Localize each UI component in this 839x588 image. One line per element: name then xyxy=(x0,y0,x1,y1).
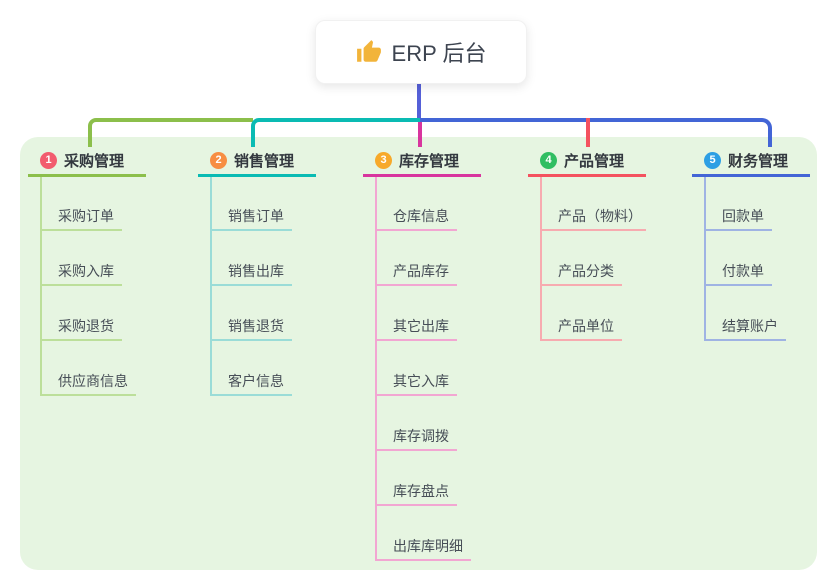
branch-number-badge: 3 xyxy=(375,151,392,169)
child-node[interactable]: 销售退货 xyxy=(210,314,292,341)
root-node[interactable]: ERP 后台 xyxy=(315,20,527,84)
child-node[interactable]: 供应商信息 xyxy=(40,369,136,396)
branch-label: 库存管理 xyxy=(399,152,460,170)
child-node[interactable]: 采购订单 xyxy=(40,204,122,231)
branch-children-line xyxy=(210,177,212,396)
branch-header[interactable]: 2 销售管理 xyxy=(198,146,316,177)
child-node[interactable]: 付款单 xyxy=(704,259,772,286)
child-node[interactable]: 销售订单 xyxy=(210,204,292,231)
connector-branch-4 xyxy=(586,118,590,147)
root-connector-line xyxy=(417,82,421,122)
branch-children-line xyxy=(40,177,42,396)
branch-product: 4 产品管理 产品（物料） 产品分类 产品单位 xyxy=(528,146,646,341)
child-node[interactable]: 产品分类 xyxy=(540,259,622,286)
branches-container xyxy=(20,137,817,570)
child-node[interactable]: 产品（物料） xyxy=(540,204,646,231)
child-node[interactable]: 产品库存 xyxy=(375,259,457,286)
child-node[interactable]: 回款单 xyxy=(704,204,772,231)
branch-number-badge: 1 xyxy=(40,151,57,169)
branch-children-line xyxy=(540,177,542,341)
child-node[interactable]: 客户信息 xyxy=(210,369,292,396)
connector-branch-2 xyxy=(251,118,420,147)
branch-number-badge: 5 xyxy=(704,151,721,169)
branch-header[interactable]: 5 财务管理 xyxy=(692,146,810,177)
branch-sales: 2 销售管理 销售订单 销售出库 销售退货 客户信息 xyxy=(198,146,316,396)
branch-children-line xyxy=(704,177,706,341)
branch-label: 财务管理 xyxy=(728,152,789,170)
root-title: ERP 后台 xyxy=(391,41,487,66)
child-node[interactable]: 结算账户 xyxy=(704,314,786,341)
branch-label: 采购管理 xyxy=(64,152,125,170)
branch-header[interactable]: 1 采购管理 xyxy=(28,146,146,177)
branch-finance: 5 财务管理 回款单 付款单 结算账户 xyxy=(692,146,810,341)
branch-header[interactable]: 3 库存管理 xyxy=(363,146,481,177)
child-node[interactable]: 库存调拨 xyxy=(375,424,457,451)
child-node[interactable]: 其它出库 xyxy=(375,314,457,341)
connector-branch-3 xyxy=(418,122,422,147)
child-node[interactable]: 采购退货 xyxy=(40,314,122,341)
thumbs-up-icon xyxy=(356,39,382,65)
child-node[interactable]: 仓库信息 xyxy=(375,204,457,231)
branch-number-badge: 4 xyxy=(540,151,557,169)
child-node[interactable]: 出库库明细 xyxy=(375,534,471,561)
child-node[interactable]: 库存盘点 xyxy=(375,479,457,506)
branch-label: 产品管理 xyxy=(564,152,625,170)
child-node[interactable]: 采购入库 xyxy=(40,259,122,286)
connector-branch-5 xyxy=(420,118,772,147)
branch-header[interactable]: 4 产品管理 xyxy=(528,146,646,177)
connector-branch-1 xyxy=(88,118,253,147)
child-node[interactable]: 销售出库 xyxy=(210,259,292,286)
branch-label: 销售管理 xyxy=(234,152,295,170)
branch-inventory: 3 库存管理 仓库信息 产品库存 其它出库 其它入库 库存调拨 库存盘点 出库库… xyxy=(363,146,481,561)
branch-children-line xyxy=(375,177,377,561)
child-node[interactable]: 其它入库 xyxy=(375,369,457,396)
branch-number-badge: 2 xyxy=(210,151,227,169)
child-node[interactable]: 产品单位 xyxy=(540,314,622,341)
branch-purchase: 1 采购管理 采购订单 采购入库 采购退货 供应商信息 xyxy=(28,146,146,396)
